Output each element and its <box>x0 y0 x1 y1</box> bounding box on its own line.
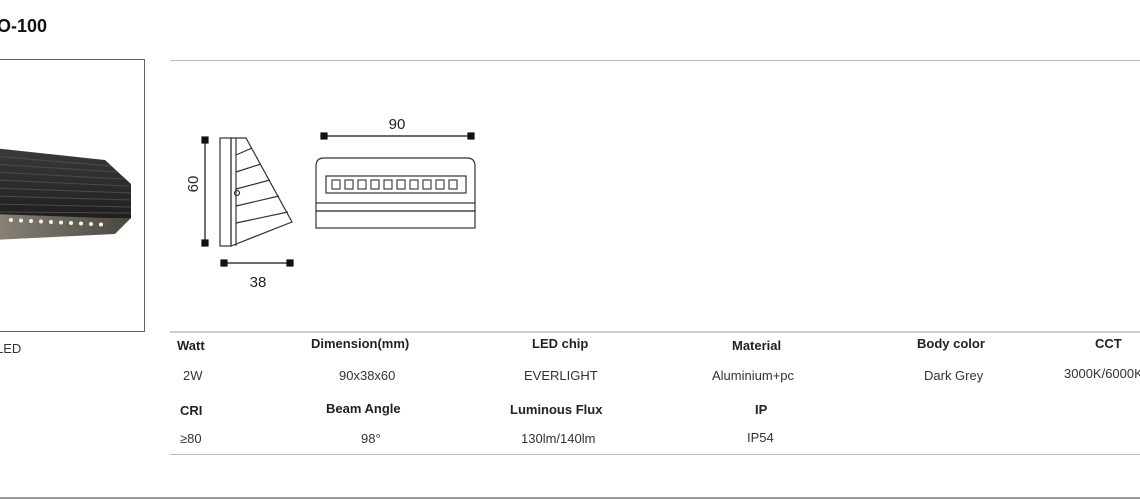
spec-label-dimension: Dimension(mm) <box>311 336 410 351</box>
width-dimension: 90 <box>389 116 406 133</box>
width-dimension-line <box>320 132 475 140</box>
spec-value-cri: ≥80 <box>180 431 202 446</box>
depth-dimension-line <box>220 259 294 267</box>
spec-value-dimension: 90x38x60 <box>339 368 396 383</box>
height-dimension-line <box>201 136 209 247</box>
spec-label-body-color: Body color <box>917 336 985 351</box>
luminaire-image <box>0 148 132 240</box>
spec-value-ip: IP54 <box>747 430 774 445</box>
spec-value-material: Aluminium+pc <box>712 368 795 383</box>
side-view <box>219 137 293 247</box>
spec-value-led-chip: EVERLIGHT <box>524 368 598 383</box>
spec-label-cri: CRI <box>180 403 203 418</box>
led-array <box>331 179 458 190</box>
page-bottom-divider <box>0 497 1140 499</box>
product-photo <box>0 59 145 332</box>
spec-label-material: Material <box>732 338 782 353</box>
spec-label-beam-angle: Beam Angle <box>326 401 401 416</box>
spec-value-beam-angle: 98° <box>361 431 381 446</box>
spec-label-watt: Watt <box>177 338 205 353</box>
depth-dimension: 38 <box>250 274 267 291</box>
dimension-drawing: 60 38 90 <box>185 116 476 291</box>
spec-value-luminous-flux: 130lm/140lm <box>521 431 596 446</box>
spec-label-led-chip: LED chip <box>532 336 589 351</box>
spec-value-body-color: Dark Grey <box>924 368 984 383</box>
spec-table-bottom-border <box>170 454 1140 455</box>
spec-table-top-border <box>170 331 1140 333</box>
spec-label-luminous-flux: Luminous Flux <box>510 402 603 417</box>
photo-caption: LED <box>0 341 22 356</box>
spec-label-cct: CCT <box>1095 336 1122 351</box>
height-dimension: 60 <box>185 176 202 193</box>
spec-value-cct: 3000K/6000K <box>1064 366 1140 381</box>
spec-value-watt: 2W <box>183 368 203 383</box>
top-divider <box>170 60 1140 61</box>
model-title: O-100 <box>0 16 48 36</box>
front-view <box>315 157 476 229</box>
spec-label-ip: IP <box>755 402 768 417</box>
